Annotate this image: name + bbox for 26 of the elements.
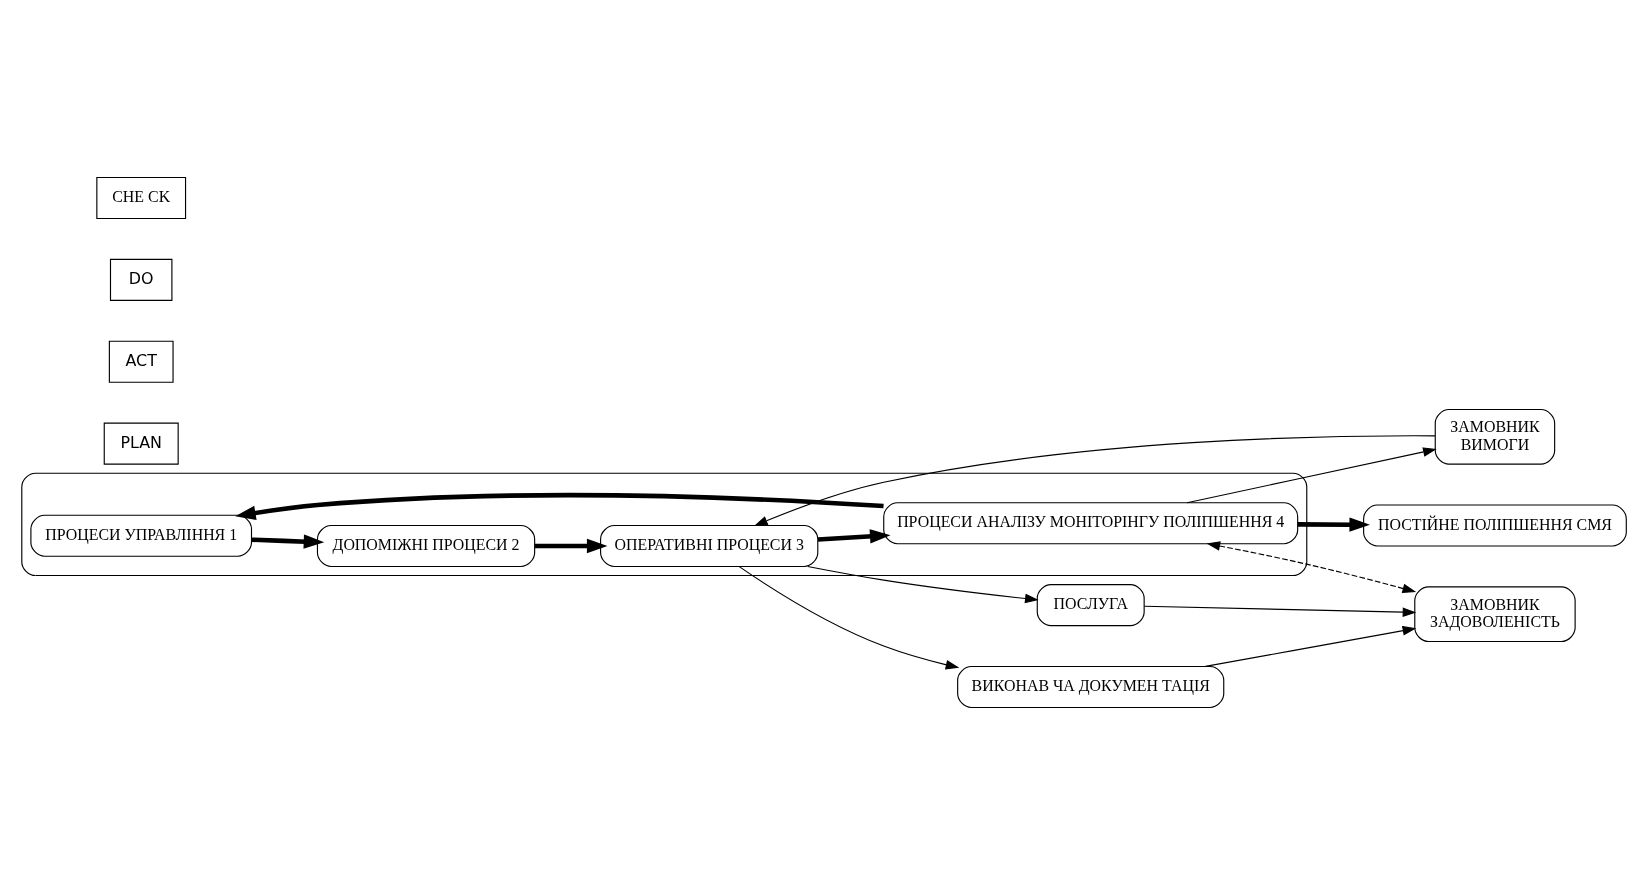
arrow bbox=[251, 534, 325, 549]
arrow bbox=[817, 529, 891, 544]
arrow bbox=[1206, 541, 1417, 594]
node-box: ПОСЛУГА bbox=[1036, 584, 1145, 627]
node-box: ACT bbox=[108, 340, 174, 383]
node-box: ПРОЦЕСИ АНАЛІЗУ МОНІТОРІНГУ ПОЛІПШЕННЯ 4 bbox=[883, 502, 1299, 545]
node-box: DO bbox=[109, 258, 173, 301]
arrow bbox=[535, 538, 608, 554]
arrow bbox=[1143, 605, 1417, 617]
node-box: ОПЕРАТИВНІ ПРОЦЕСИ 3 bbox=[600, 524, 819, 568]
arrow bbox=[738, 566, 960, 670]
cluster bbox=[21, 472, 1308, 577]
node-box: ПРОЦЕСИ УПРАВЛІННЯ 1 bbox=[30, 514, 253, 557]
node-box: ЗАМОВНИК ВИМОГИ bbox=[1434, 408, 1556, 465]
arrow bbox=[807, 565, 1039, 604]
arrow bbox=[1186, 447, 1437, 504]
node-box: ПОСТІЙНЕ ПОЛІПШЕННЯ СМЯ bbox=[1363, 504, 1627, 547]
node-box: CHE CK bbox=[96, 177, 187, 220]
node-box: ДОПОМІЖНІ ПРОЦЕСИ 2 bbox=[316, 524, 536, 568]
arrow bbox=[754, 435, 1436, 527]
node-box: ВИКОНАВ ЧА ДОКУМЕН ТАЦІЯ bbox=[957, 665, 1225, 709]
arrow bbox=[1204, 625, 1417, 667]
arrow bbox=[1297, 517, 1370, 532]
arrow bbox=[235, 493, 884, 521]
node-box: PLAN bbox=[103, 422, 179, 465]
node-box: ЗАМОВНИК ЗАДОВОЛЕНІСТЬ bbox=[1414, 586, 1576, 643]
